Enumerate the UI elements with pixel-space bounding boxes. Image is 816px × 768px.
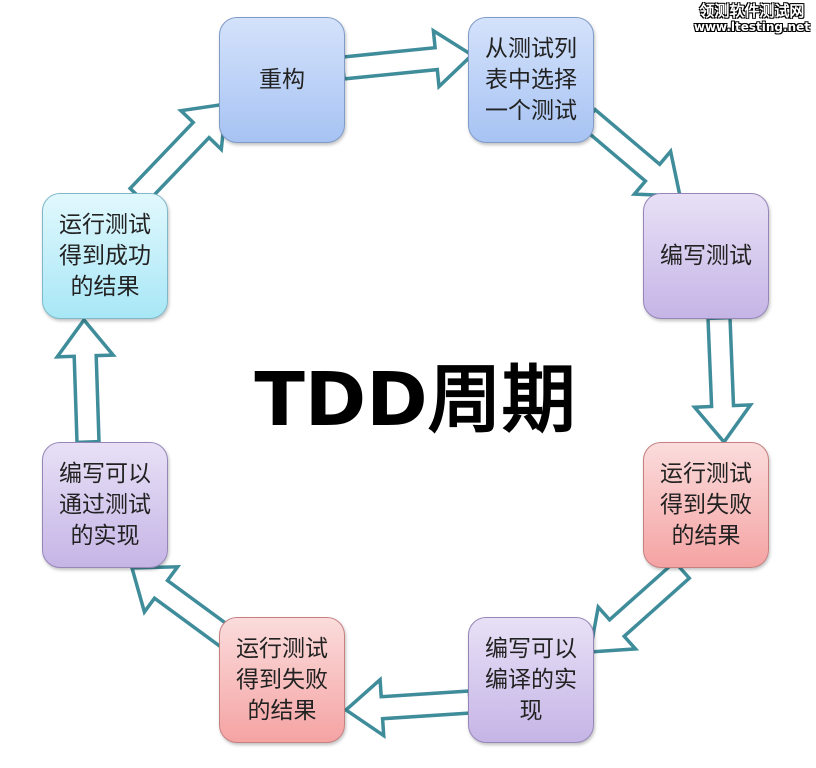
step-run-test-success: 运行测试 得到成功 的结果 xyxy=(42,193,168,319)
watermark-url: www.ltesting.net xyxy=(693,20,810,34)
arrow-icon xyxy=(587,559,692,654)
step-refactor: 重构 xyxy=(219,17,345,143)
arrow-icon xyxy=(578,107,683,198)
arrow-icon xyxy=(339,27,475,91)
arrow-icon xyxy=(690,315,755,445)
watermark: 领测软件测试网 www.ltesting.net xyxy=(694,2,810,34)
step-write-passing: 编写可以 通过测试 的实现 xyxy=(42,442,168,568)
arrow-icon xyxy=(343,676,473,740)
step-select-test: 从测试列 表中选择 一个测试 xyxy=(468,17,594,143)
arrow-icon xyxy=(127,101,228,207)
diagram-title: TDD周期 xyxy=(254,357,576,443)
step-write-compilable: 编写可以 编译的实 现 xyxy=(468,617,594,743)
watermark-name: 领测软件测试网 xyxy=(699,2,805,20)
step-run-test-fail-2: 运行测试 得到失败 的结果 xyxy=(219,617,345,743)
arrow-icon xyxy=(53,317,117,445)
step-write-test: 编写测试 xyxy=(643,193,769,319)
step-run-test-fail-1: 运行测试 得到失败 的结果 xyxy=(643,442,769,568)
